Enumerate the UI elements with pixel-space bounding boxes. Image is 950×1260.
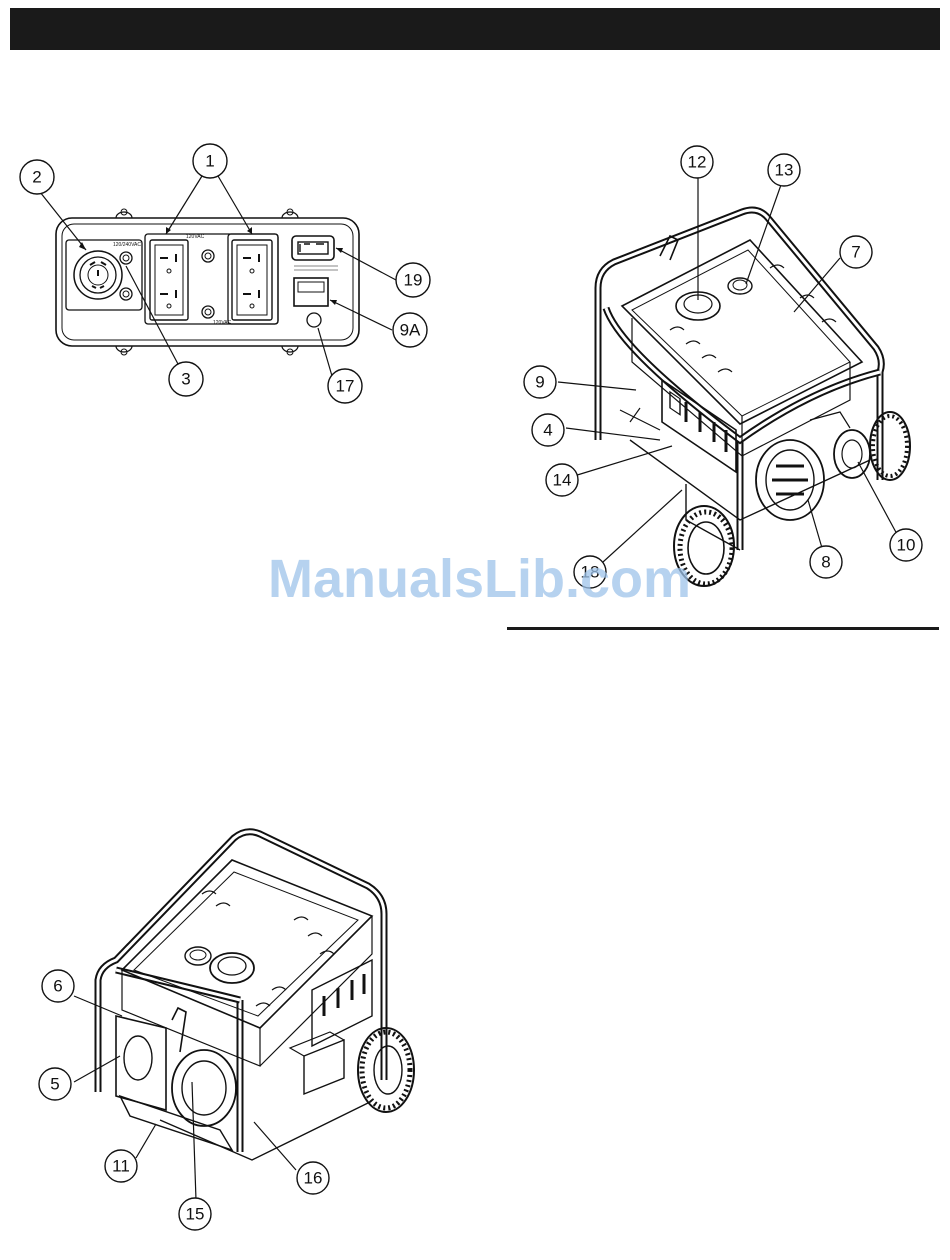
- callout-6: 6: [42, 970, 74, 1002]
- duplex-right-label: 120VAC: [213, 320, 232, 326]
- generator-rear-drawing: [98, 832, 414, 1160]
- control-panel-figure: 120/240VAC 120VAC 120VAC: [0, 130, 470, 420]
- duplex-left-label: 120VAC: [186, 234, 205, 240]
- callout-1: 1: [193, 144, 227, 178]
- svg-text:16: 16: [304, 1169, 323, 1188]
- callout-9: 9: [524, 366, 556, 398]
- svg-text:8: 8: [821, 553, 830, 572]
- callout-4: 4: [532, 414, 564, 446]
- circuit-breakers: [120, 250, 214, 318]
- svg-text:9A: 9A: [400, 321, 421, 340]
- generator-rear-figure: 6 5 11 15 16: [20, 820, 460, 1240]
- svg-text:6: 6: [53, 977, 62, 996]
- svg-text:2: 2: [32, 168, 41, 187]
- meter-switch-group: [292, 236, 338, 327]
- callout-3: 3: [169, 362, 203, 396]
- callout-11: 11: [105, 1150, 137, 1182]
- svg-text:17: 17: [336, 377, 355, 396]
- svg-text:11: 11: [112, 1157, 130, 1176]
- callout-9a: 9A: [393, 313, 427, 347]
- generator-front-figure: 12 13 7 9 4 14 18 8 10: [510, 140, 950, 600]
- svg-text:4: 4: [543, 421, 552, 440]
- svg-text:14: 14: [553, 471, 572, 490]
- callout-16: 16: [297, 1162, 329, 1194]
- svg-text:15: 15: [186, 1205, 205, 1224]
- section-divider: [507, 627, 939, 630]
- duplex-outlet-left: 120VAC: [145, 234, 278, 324]
- callout-15: 15: [179, 1198, 211, 1230]
- callout-13: 13: [768, 154, 800, 186]
- svg-text:12: 12: [688, 153, 707, 172]
- svg-text:1: 1: [205, 152, 214, 171]
- svg-text:5: 5: [50, 1075, 59, 1094]
- svg-text:9: 9: [535, 373, 544, 392]
- callout-19: 19: [396, 263, 430, 297]
- callout-5: 5: [39, 1068, 71, 1100]
- twist-lock-label: 120/240VAC: [113, 242, 141, 248]
- svg-text:3: 3: [181, 370, 190, 389]
- callout-12: 12: [681, 146, 713, 178]
- svg-text:7: 7: [851, 243, 860, 262]
- callout-10: 10: [890, 529, 922, 561]
- header-bar: [10, 8, 940, 50]
- duplex-outlet-right: 120VAC: [213, 234, 278, 326]
- watermark: ManualsLib.com: [268, 548, 691, 610]
- svg-text:10: 10: [897, 536, 916, 555]
- callout-2: 2: [20, 160, 54, 194]
- callout-8: 8: [810, 546, 842, 578]
- svg-text:19: 19: [404, 271, 423, 290]
- callout-17: 17: [328, 369, 362, 403]
- callout-14: 14: [546, 464, 578, 496]
- svg-text:13: 13: [775, 161, 794, 180]
- callout-7: 7: [840, 236, 872, 268]
- front-leaders: [558, 178, 898, 572]
